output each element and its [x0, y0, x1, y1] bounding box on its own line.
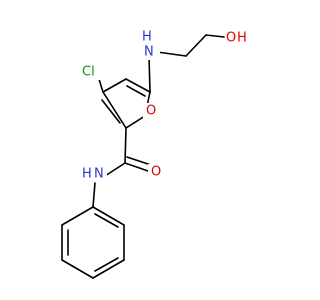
bond-c5-n [148, 55, 151, 93]
bond-camide-o-double [126, 156, 152, 166]
chemical-structure-diagram: Cl H N O H O O H N [61, 29, 249, 279]
bond-ph-3-4 [92, 259, 125, 279]
bond-ph-1-2-inner [94, 213, 119, 228]
atom-carbonyl-oxygen: O [151, 165, 161, 180]
atom-amide-nitrogen: N [94, 167, 104, 182]
bond-ph-4-5 [61, 259, 94, 279]
atom-amine-hydrogen: H [142, 30, 152, 45]
bond-camide-n [104, 162, 126, 177]
atom-hydroxyl-oxygen: O [226, 31, 236, 46]
bond-ch2-ch2 [185, 34, 207, 57]
bond-ph-1-2 [92, 206, 125, 226]
atom-amide-hydrogen: H [82, 167, 92, 182]
bond-c4-c5-double [126, 85, 146, 97]
bond-c2-camide [124, 127, 127, 164]
atom-furan-oxygen: O [146, 104, 156, 119]
bond-camide-o [124, 162, 152, 173]
atom-hydroxyl-hydrogen: H [237, 31, 247, 46]
bond-ph-6-1 [61, 206, 94, 226]
label-backgrounds [81, 30, 249, 182]
atom-labels: Cl H N O H O O H N [82, 30, 247, 182]
bond-c3-c4 [102, 78, 127, 93]
atom-chlorine: Cl [82, 65, 95, 80]
bond-c2-c3-double [101, 99, 121, 124]
bond-n-ch2 [156, 51, 187, 57]
bond-c4-c5 [125, 78, 151, 93]
bond-ch2-oh [205, 34, 225, 38]
bond-n-phenyl [92, 182, 96, 208]
bond-o1-c2 [125, 115, 146, 129]
bonds [61, 34, 225, 279]
bond-ph-3-4-inner [94, 257, 119, 272]
bond-c2-c3 [102, 91, 127, 129]
atom-amine-nitrogen: N [144, 45, 154, 60]
